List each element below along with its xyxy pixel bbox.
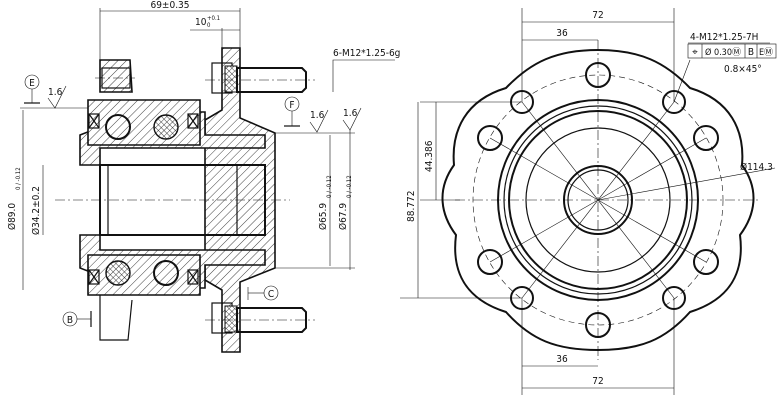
overall-width-dim: 69±0.35 xyxy=(150,0,189,11)
flange-tol-upper: +0.1 xyxy=(207,15,220,22)
stud-thread-callout: 6-M12*1.25-6g xyxy=(333,48,400,59)
ball xyxy=(105,114,131,140)
front-view: 72 36 36 72 44.386 88.772 Ø114.3 4-M12*1… xyxy=(400,8,777,395)
datum-c: C xyxy=(268,289,274,300)
position-tolerance: Ø 0.30Ⓜ xyxy=(705,47,741,58)
half-height-dim: 44.386 xyxy=(424,140,435,172)
thread-callout: 4-M12*1.25-7H xyxy=(690,32,758,43)
datum-f: F xyxy=(289,100,294,111)
datum-b: B xyxy=(67,315,73,326)
position-icon: ⌖ xyxy=(692,47,698,58)
bottom-half-span-dim: 36 xyxy=(556,354,568,365)
datum-ref-b: B xyxy=(748,47,754,58)
chamfer-callout: 0.8×45° xyxy=(724,64,762,75)
bearing-ring-lower xyxy=(87,254,201,296)
pilot-diameter-1-dim: Ø65.9 xyxy=(317,203,329,230)
wheel-stud-lower xyxy=(211,302,307,334)
ball xyxy=(105,260,131,286)
upper-mount xyxy=(99,59,133,93)
pilot-diameter-2-tol: 0 / -0.12 xyxy=(346,175,353,198)
full-height-dim: 88.772 xyxy=(406,191,417,222)
top-span-dim: 72 xyxy=(592,10,603,21)
feature-control-frame: ⌖ Ø 0.30Ⓜ B EⓂ xyxy=(687,43,777,59)
outer-diameter-dim: Ø89.0 xyxy=(6,203,18,230)
datum-e: E xyxy=(29,78,35,89)
section-view: 69±0.35 10 +0.1 0 6-M12*1.25-6g E 1.6 F … xyxy=(6,0,400,353)
bottom-span-dim: 72 xyxy=(592,376,603,387)
roughness-1: 1.6 xyxy=(48,87,63,98)
pilot-diameter-2-dim: Ø67.9 xyxy=(337,203,349,230)
pilot-diameter-1-tol: 0 / -0.12 xyxy=(326,175,333,198)
bore-diameter-dim: Ø34.2±0.2 xyxy=(30,186,42,235)
pcd-dim: Ø114.3 xyxy=(740,161,773,173)
flange-tol-lower: 0 xyxy=(207,22,211,29)
ball xyxy=(153,114,179,140)
bearing-ring-upper xyxy=(87,99,201,146)
wheel-stud-upper xyxy=(211,62,307,94)
ball xyxy=(153,260,179,286)
datum-ref-e: EⓂ xyxy=(759,47,773,58)
roughness-3: 1.6 xyxy=(343,108,358,119)
outer-diameter-tol: 0 / -0.12 xyxy=(15,167,22,190)
flange-thickness-dim: 10 xyxy=(195,17,207,28)
top-half-span-dim: 36 xyxy=(556,28,568,39)
roughness-2: 1.6 xyxy=(310,110,325,121)
